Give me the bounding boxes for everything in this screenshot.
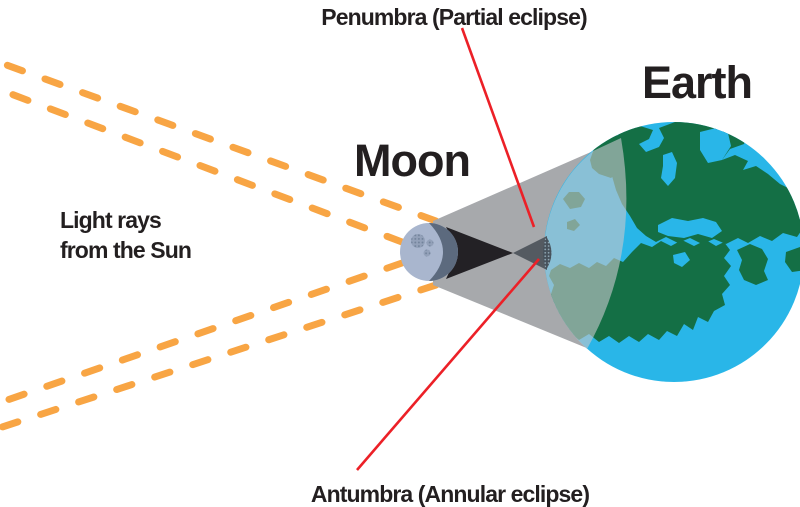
penumbra-label: Penumbra (Partial eclipse) bbox=[321, 4, 587, 30]
sea-bay-vertical bbox=[661, 152, 677, 186]
sun-ray-bottom-inner bbox=[0, 259, 406, 407]
umbra-cone bbox=[446, 227, 513, 279]
moon-label: Moon bbox=[354, 135, 470, 186]
continent-east-edge bbox=[785, 247, 800, 272]
penumbra-shade-on-earth bbox=[544, 138, 627, 349]
continent-east-blob bbox=[737, 244, 768, 285]
sea-small-notch bbox=[673, 252, 690, 267]
pointer-line-penumbra bbox=[460, 27, 536, 228]
sun-ray-top-inner bbox=[0, 86, 406, 246]
continent-eurasia bbox=[602, 122, 800, 244]
antumbra-spot bbox=[543, 236, 552, 270]
sun-ray-bottom-outer bbox=[0, 281, 440, 432]
sun-rays bbox=[0, 58, 440, 432]
moon-terminator-shadow bbox=[429, 223, 458, 281]
moon bbox=[400, 223, 458, 281]
earth-label: Earth bbox=[642, 57, 752, 108]
sun-ray-top-outer bbox=[0, 58, 440, 225]
sea-arm-horizontal bbox=[658, 218, 722, 238]
light-rays-label-line2: from the Sun bbox=[60, 237, 191, 263]
sea-top-inlet bbox=[700, 128, 731, 163]
antumbra-label: Antumbra (Annular eclipse) bbox=[311, 481, 589, 507]
moon-crater-3 bbox=[423, 249, 431, 257]
moon-crater-1 bbox=[411, 234, 425, 248]
light-rays-label-line1: Light rays bbox=[60, 207, 161, 233]
pointer-line-antumbra bbox=[356, 258, 540, 471]
light-rays-label: Light rays from the Sun bbox=[60, 207, 192, 263]
moon-crater-2 bbox=[426, 239, 434, 247]
